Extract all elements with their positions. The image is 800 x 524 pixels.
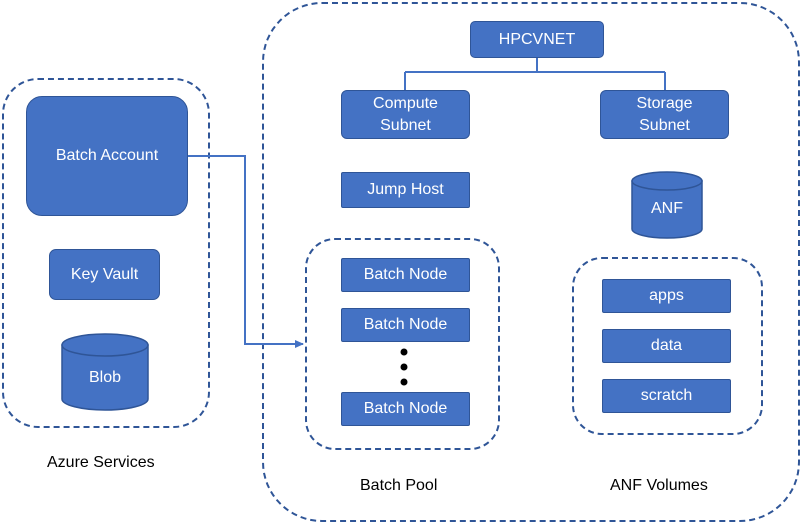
batch-node-2: Batch Node bbox=[341, 308, 470, 342]
compute-subnet-label: Compute Subnet bbox=[373, 94, 438, 134]
storage-subnet-label: Storage Subnet bbox=[636, 94, 693, 134]
batch-pool-caption: Batch Pool bbox=[360, 477, 438, 494]
hpcvnet-box: HPCVNET bbox=[470, 21, 604, 58]
jump-host-label: Jump Host bbox=[367, 181, 444, 199]
batch-node-label: Batch Node bbox=[363, 266, 448, 284]
volume-label: scratch bbox=[640, 387, 693, 405]
batch-node-label: Batch Node bbox=[363, 400, 448, 418]
anf-volumes-caption: ANF Volumes bbox=[610, 477, 708, 494]
batch-account-label: Batch Account bbox=[55, 147, 159, 165]
volume-apps: apps bbox=[602, 279, 731, 313]
blob-cylinder bbox=[61, 333, 149, 411]
vnet-to-subnets-connector bbox=[404, 58, 666, 90]
volume-scratch: scratch bbox=[602, 379, 731, 413]
volume-label: apps bbox=[649, 287, 684, 305]
batch-node-label: Batch Node bbox=[363, 316, 448, 334]
ellipsis-dots bbox=[400, 348, 408, 386]
batch-node-1: Batch Node bbox=[341, 258, 470, 292]
anf-cylinder bbox=[631, 171, 703, 239]
batch-account-to-pool-arrow bbox=[188, 155, 304, 348]
batch-pool-group bbox=[305, 238, 500, 450]
volume-label: data bbox=[650, 337, 683, 355]
azure-services-caption: Azure Services bbox=[47, 454, 155, 471]
jump-host-box: Jump Host bbox=[341, 172, 470, 208]
hpcvnet-label: HPCVNET bbox=[498, 30, 576, 48]
anf-label: ANF bbox=[651, 200, 683, 217]
volume-data: data bbox=[602, 329, 731, 363]
key-vault-box: Key Vault bbox=[49, 249, 160, 300]
blob-label: Blob bbox=[88, 369, 122, 386]
key-vault-label: Key Vault bbox=[70, 265, 139, 283]
anf-volumes-group bbox=[572, 257, 763, 435]
compute-subnet-box: Compute Subnet bbox=[341, 90, 470, 139]
azure-services-group bbox=[2, 78, 210, 428]
batch-account-box: Batch Account bbox=[26, 96, 188, 216]
storage-subnet-box: Storage Subnet bbox=[600, 90, 729, 139]
batch-node-3: Batch Node bbox=[341, 392, 470, 426]
hpcvnet-group bbox=[262, 2, 800, 522]
